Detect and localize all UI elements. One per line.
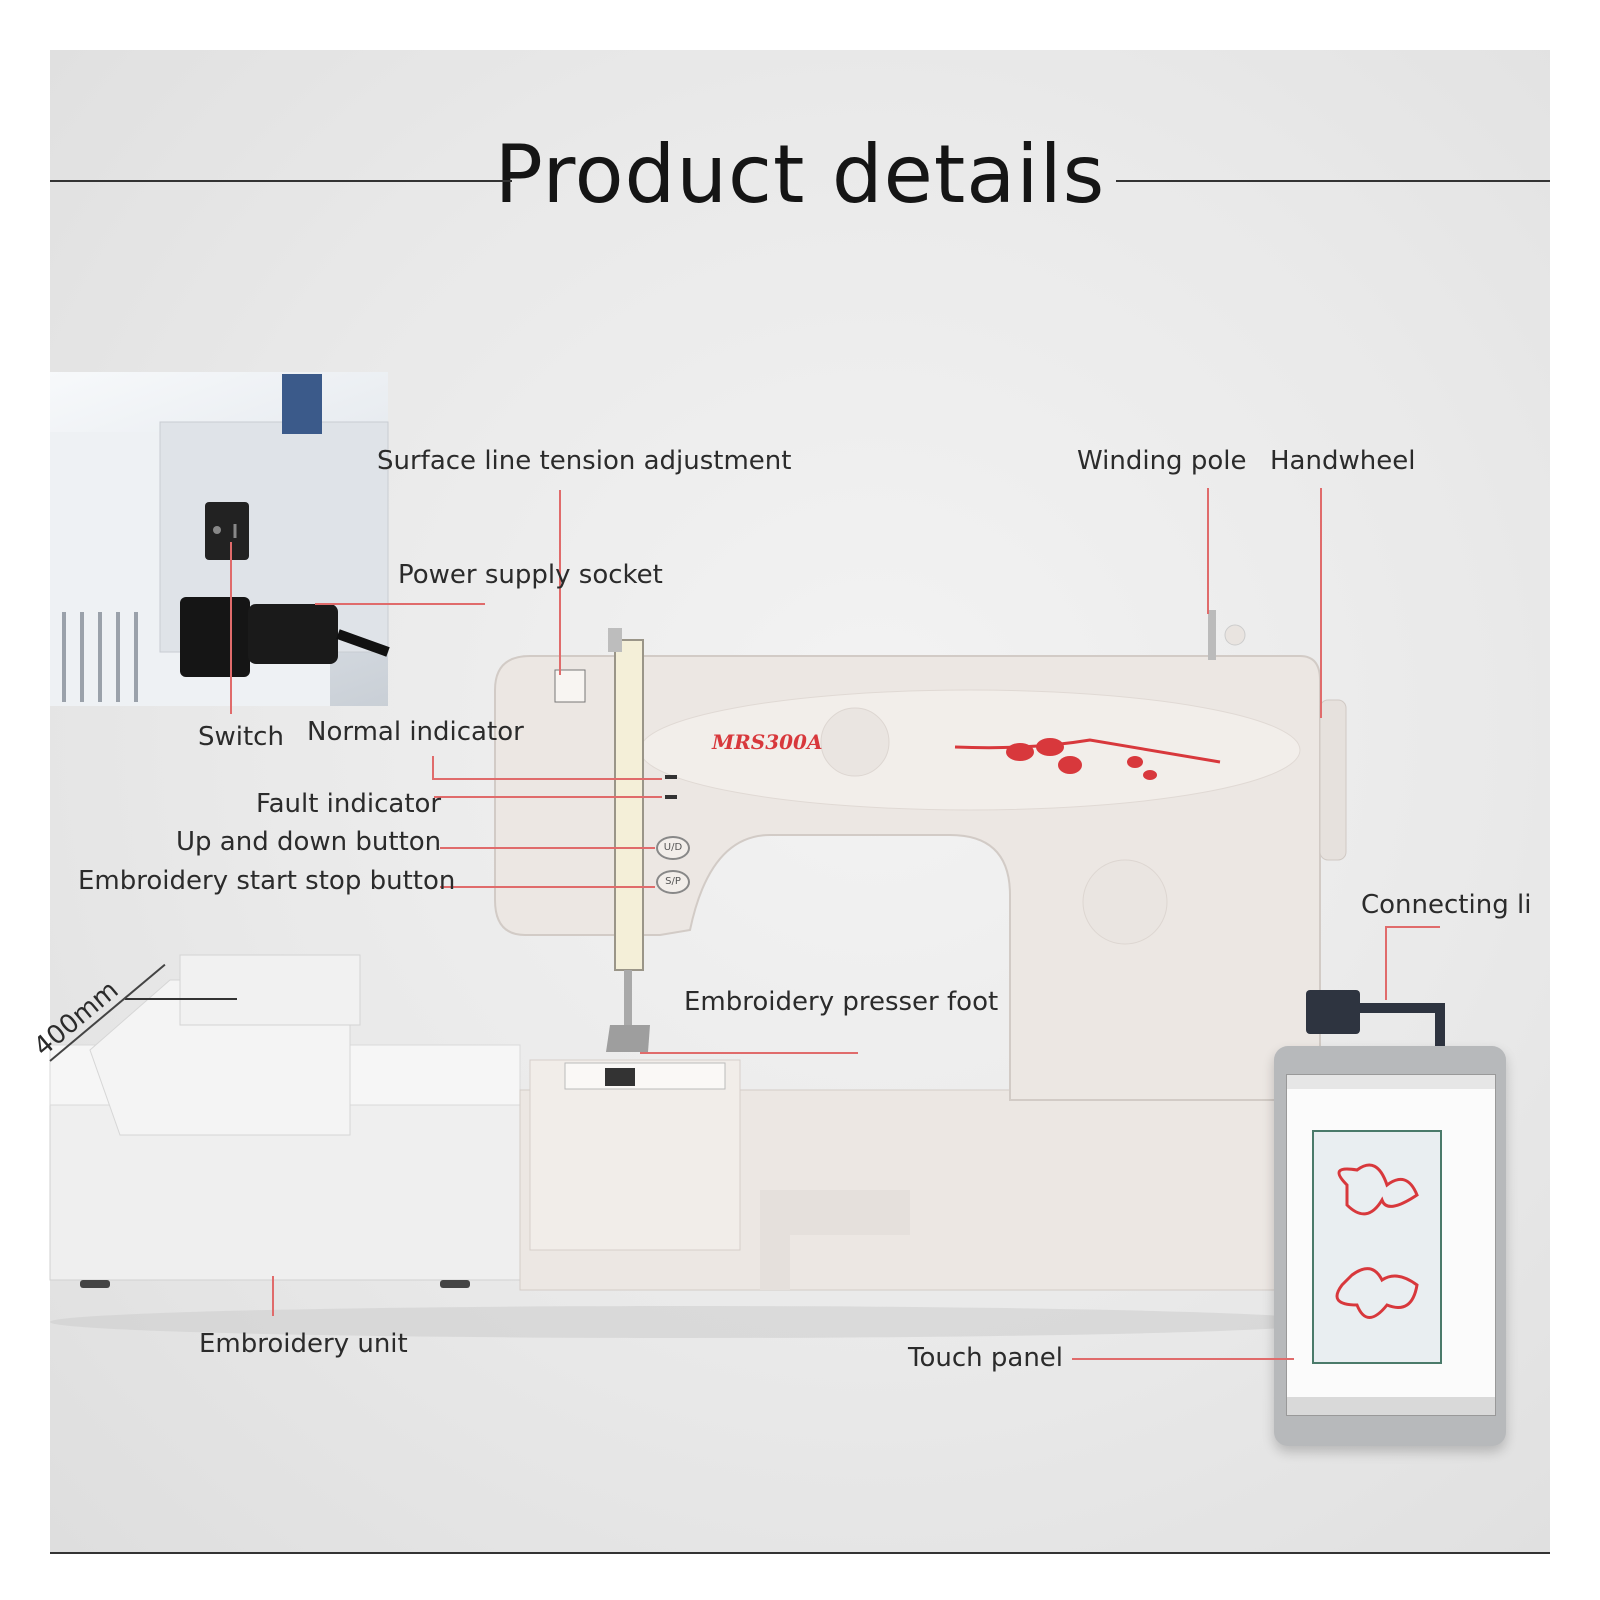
leader-winding-pole <box>1207 488 1209 614</box>
label-normal-indicator: Normal indicator <box>307 717 524 747</box>
sewing-machine-illustration <box>49 610 1445 1338</box>
label-embroidery-unit: Embroidery unit <box>199 1329 408 1359</box>
touch-panel-tablet <box>1274 1046 1506 1446</box>
product-details-panel: Product details <box>28 50 1550 1552</box>
leader-up-down-button <box>440 847 655 849</box>
leader-connecting-line-h <box>1385 926 1440 928</box>
bottom-rule <box>50 1552 1550 1554</box>
touch-panel-screen[interactable] <box>1286 1074 1496 1416</box>
leader-fault-indicator <box>434 796 662 798</box>
title-rule-left <box>50 180 512 182</box>
leader-touch-panel <box>1072 1358 1294 1360</box>
label-presser-foot: Embroidery presser foot <box>684 987 999 1017</box>
start-stop-button[interactable]: S/P <box>656 870 690 894</box>
leader-power-socket <box>315 603 485 605</box>
leader-start-stop-button <box>440 886 655 888</box>
power-socket-inset-photo <box>50 372 390 706</box>
leader-handwheel <box>1320 488 1322 718</box>
label-switch: Switch <box>198 722 284 752</box>
leader-surface-tension <box>559 490 561 675</box>
label-power-socket: Power supply socket <box>398 560 663 590</box>
dimension-line <box>125 998 237 1000</box>
leader-normal-indicator-h <box>432 778 662 780</box>
leader-switch <box>230 542 232 714</box>
machine-model-badge: MRS300A <box>712 730 823 754</box>
up-down-button[interactable]: U/D <box>656 836 690 860</box>
leader-connecting-line-v <box>1385 926 1387 1000</box>
leader-normal-indicator-v <box>432 756 434 780</box>
label-start-stop-button: Embroidery start stop button <box>78 866 456 896</box>
label-fault-indicator: Fault indicator <box>256 789 442 819</box>
page-title: Product details <box>494 128 1106 221</box>
leader-embroidery-unit <box>272 1276 274 1316</box>
label-connecting-line: Connecting li <box>1361 890 1532 920</box>
label-winding-pole: Winding pole <box>1077 446 1247 476</box>
label-handwheel: Handwheel <box>1270 446 1416 476</box>
title-rule-right <box>1116 180 1550 182</box>
leader-presser-foot <box>640 1052 858 1054</box>
label-surface-tension: Surface line tension adjustment <box>377 446 792 476</box>
label-up-down-button: Up and down button <box>176 827 442 857</box>
label-touch-panel: Touch panel <box>908 1343 1064 1373</box>
